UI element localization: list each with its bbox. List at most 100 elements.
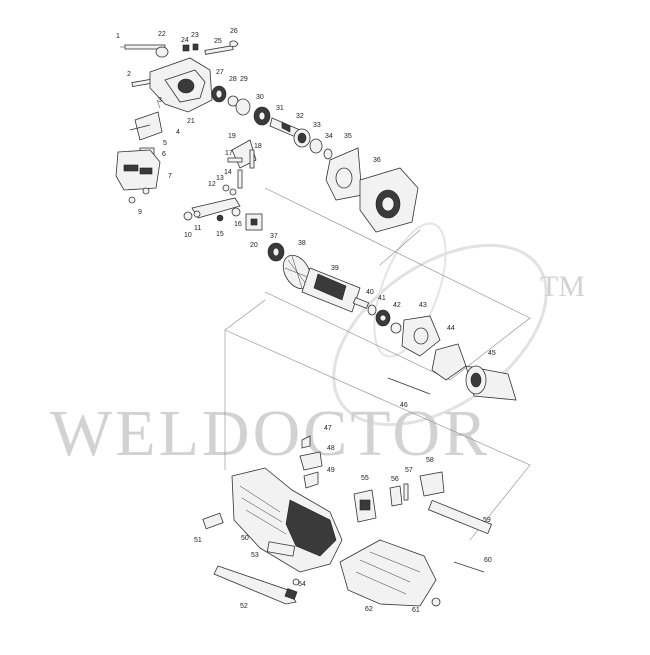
plate-53 [266, 541, 296, 557]
callout-57: 57 [405, 467, 413, 474]
callout-16: 16 [234, 221, 242, 228]
callout-36: 36 [373, 157, 381, 164]
motor-housing-end [285, 499, 337, 557]
callout-28: 28 [229, 76, 237, 83]
rear-cover-62 [339, 539, 437, 607]
washer-10 [183, 211, 193, 221]
callout-58: 58 [426, 457, 434, 464]
callout-4: 4 [176, 129, 180, 136]
brush-49 [303, 471, 319, 489]
label-51 [202, 512, 224, 530]
callout-20: 20 [250, 242, 258, 249]
callout-52: 52 [240, 603, 248, 610]
callout-33: 33 [313, 122, 321, 129]
frame-link-2 [379, 229, 421, 266]
callout-35: 35 [344, 133, 352, 140]
frame-link [224, 299, 266, 331]
insulator-44 [431, 343, 467, 381]
callout-9: 9 [138, 209, 142, 216]
cord-60 [453, 561, 485, 573]
callout-5: 5 [163, 140, 167, 147]
watermark-swoosh-2 [373, 222, 447, 358]
callout-19: 19 [228, 133, 236, 140]
callout-2: 2 [127, 71, 131, 78]
callout-41: 41 [378, 295, 386, 302]
guard-slot-b [139, 167, 153, 175]
callout-55: 55 [361, 475, 369, 482]
callout-27: 27 [216, 69, 224, 76]
callout-17: 17 [225, 150, 233, 157]
pin-17 [227, 157, 243, 163]
spring-16 [231, 207, 241, 217]
lock-lever-group [183, 139, 263, 231]
callout-12: 12 [208, 181, 216, 188]
screw-57 [403, 483, 409, 501]
callout-38: 38 [298, 240, 306, 247]
callout-13: 13 [216, 175, 224, 182]
callout-34: 34 [325, 133, 333, 140]
guard-slot-a [123, 164, 139, 172]
callout-53: 53 [251, 552, 259, 559]
callout-10: 10 [184, 232, 192, 239]
lower-frame [224, 329, 531, 541]
washer-22 [155, 46, 169, 58]
commutator [352, 297, 370, 309]
ring-34 [323, 148, 333, 160]
callout-15: 15 [216, 231, 224, 238]
clip-47 [301, 435, 311, 449]
motor-housing-group [202, 435, 493, 607]
callout-42: 42 [393, 302, 401, 309]
callout-24: 24 [181, 37, 189, 44]
callout-37: 37 [270, 233, 278, 240]
washer-12 [222, 184, 230, 192]
callout-43: 43 [419, 302, 427, 309]
callout-46: 46 [400, 402, 408, 409]
callout-6: 6 [162, 151, 166, 158]
callout-44: 44 [447, 325, 455, 332]
clamp-56 [389, 485, 403, 507]
callout-11: 11 [194, 225, 201, 232]
callout-23: 23 [191, 32, 199, 39]
spring-5 [129, 124, 151, 131]
screw-15 [216, 214, 224, 222]
callout-32: 32 [296, 113, 304, 120]
callout-25: 25 [214, 38, 222, 45]
nut-24 [182, 44, 190, 52]
callout-62: 62 [365, 606, 373, 613]
ring-40 [367, 304, 377, 316]
brush-holder-48 [299, 451, 323, 471]
callout-labels: 1 2 3 4 5 6 7 9 10 11 12 13 14 15 16 17 … [116, 28, 496, 614]
callout-22: 22 [158, 31, 166, 38]
callout-47: 47 [324, 425, 332, 432]
armature-group [267, 242, 517, 401]
callout-21: 21 [187, 118, 195, 125]
callout-49: 49 [327, 467, 335, 474]
callout-45: 45 [488, 350, 496, 357]
plate-35-hole [335, 167, 353, 189]
callout-3: 3 [158, 97, 162, 104]
washer-33 [309, 138, 323, 154]
callout-60: 60 [484, 557, 492, 564]
spring-54 [292, 578, 300, 586]
ring-29 [235, 98, 251, 116]
callout-59: 59 [483, 517, 491, 524]
watermark-text: WELDOCTOR [50, 397, 490, 470]
watermark: WELDOCTOR TM [50, 222, 585, 470]
screw-1 [124, 44, 166, 50]
pin-18 [249, 149, 255, 169]
callout-31: 31 [276, 105, 284, 112]
pin-25 [204, 45, 234, 55]
cord-guard-59 [427, 499, 493, 535]
callout-1: 1 [116, 33, 120, 40]
armature-core [313, 273, 347, 301]
callout-61: 61 [412, 607, 420, 614]
clip-26 [229, 40, 239, 48]
callout-29: 29 [240, 76, 248, 83]
assembly-frames [224, 187, 531, 541]
housing-bore [177, 78, 195, 94]
armature-frame [264, 187, 531, 381]
callout-56: 56 [391, 476, 399, 483]
watermark-tm: TM [540, 270, 585, 303]
